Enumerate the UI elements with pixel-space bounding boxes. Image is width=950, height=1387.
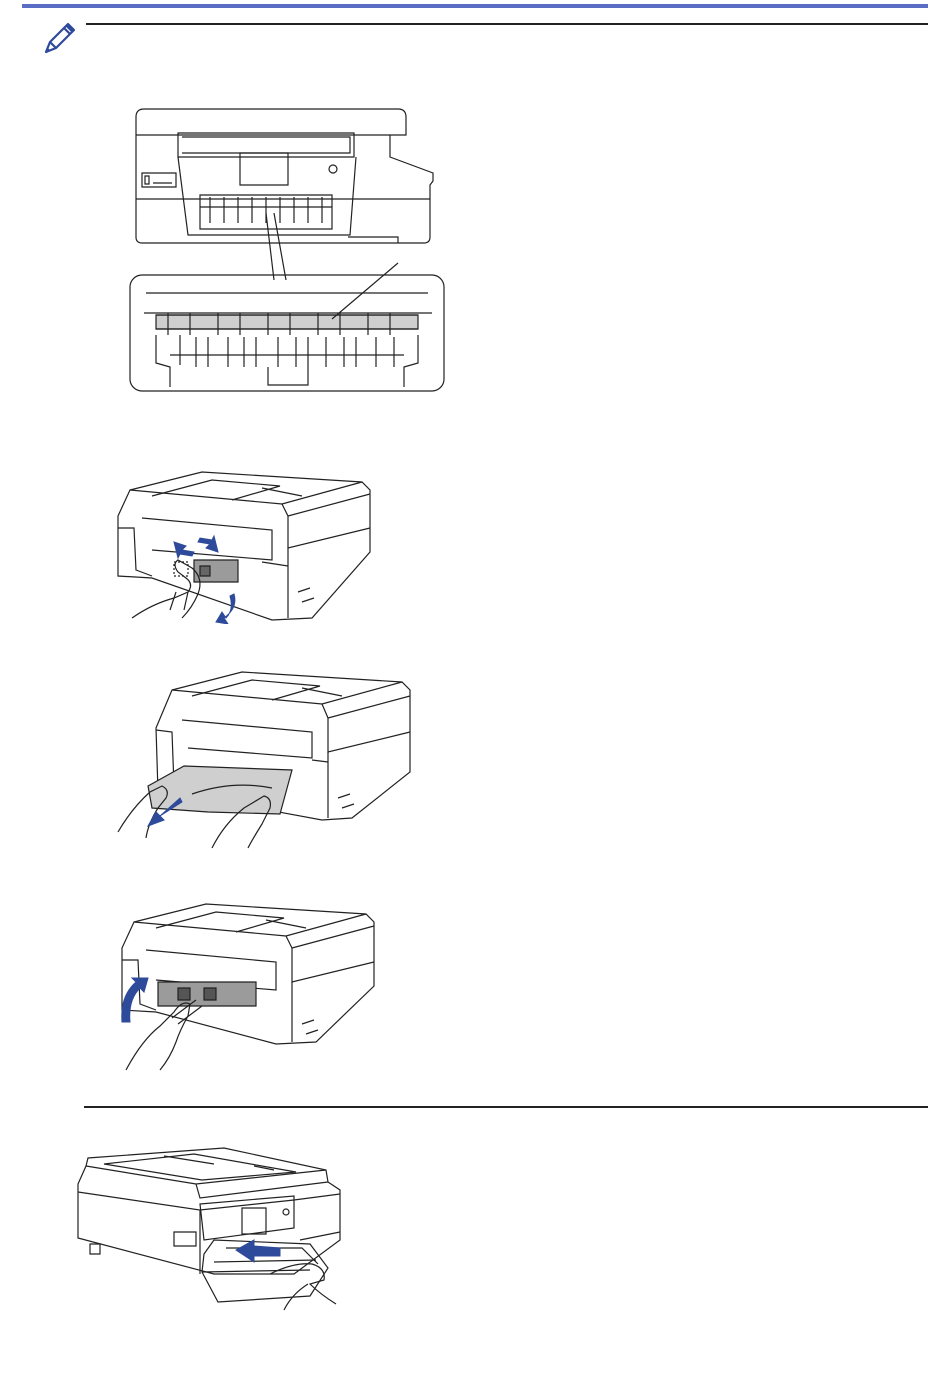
pencil-icon — [40, 18, 80, 58]
close-jam-clear-cover-illustration — [112, 900, 378, 1072]
jam-cover-callout-illustration — [128, 105, 448, 395]
note-header-bar — [22, 4, 928, 8]
note-top-rule — [86, 23, 928, 25]
open-jam-clear-cover-illustration — [112, 468, 374, 624]
section-divider — [84, 1106, 928, 1108]
push-paper-tray-illustration — [74, 1144, 344, 1314]
pull-jammed-paper-illustration — [112, 668, 416, 852]
